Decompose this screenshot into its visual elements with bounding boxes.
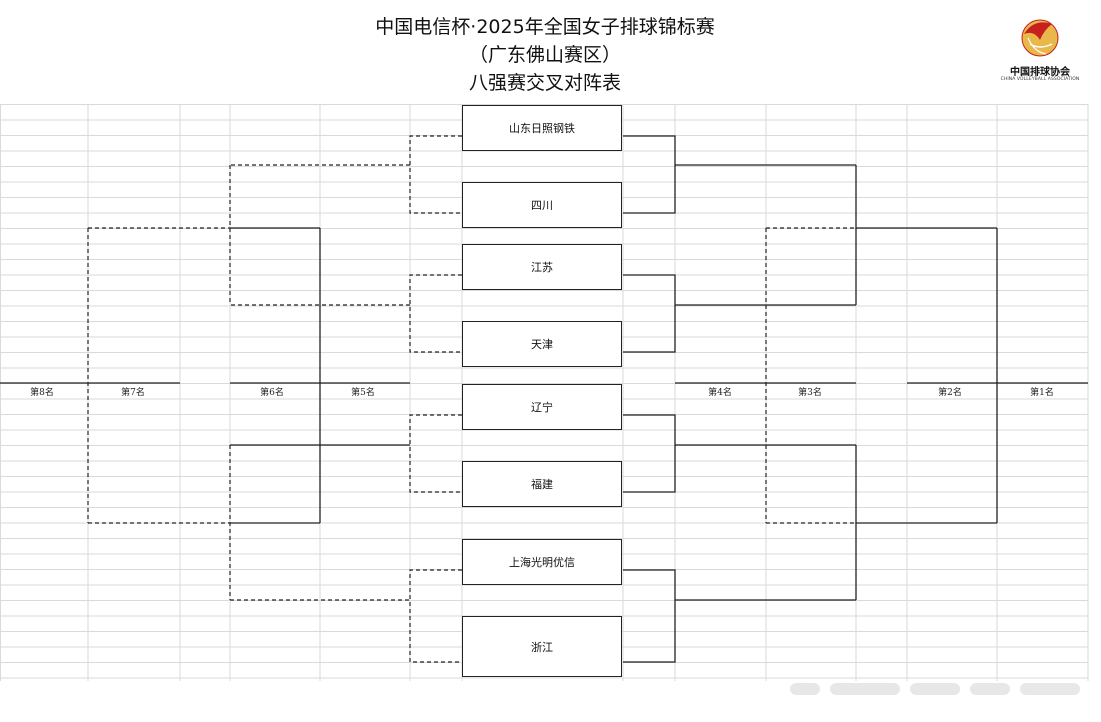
team-box: 浙江 — [462, 616, 622, 677]
page-subtitle-stage: 八强赛交叉对阵表 — [468, 72, 621, 94]
placement-label-3: 第3名 — [798, 388, 822, 398]
team-box: 辽宁 — [462, 384, 622, 430]
placement-label-6: 第6名 — [260, 388, 284, 398]
placement-label-5: 第5名 — [351, 388, 375, 398]
team-box: 上海光明优信 — [462, 539, 622, 585]
connector-dashed — [409, 274, 462, 353]
connector-solid — [623, 135, 676, 214]
team-box: 四川 — [462, 182, 622, 228]
connector-solid — [623, 569, 676, 663]
logo-name: 中国排球协会 — [1010, 67, 1070, 78]
placement-label-1: 第1名 — [1030, 388, 1054, 398]
page-subtitle-region: （广东佛山赛区） — [468, 44, 621, 66]
team-box: 福建 — [462, 461, 622, 507]
placement-label-7: 第7名 — [121, 388, 145, 398]
connector-dashed — [409, 135, 462, 214]
team-box: 天津 — [462, 321, 622, 367]
connector-dashed — [409, 569, 462, 663]
team-box: 山东日照钢铁 — [462, 105, 622, 151]
page-title: 中国电信杯·2025年全国女子排球锦标赛 — [375, 16, 715, 38]
logo-english: CHINA VOLLEYBALL ASSOCIATION — [1000, 77, 1080, 82]
connector-solid — [623, 414, 676, 493]
connector-solid — [623, 274, 676, 353]
placement-label-4: 第4名 — [708, 388, 732, 398]
connector-dashed — [409, 414, 462, 493]
placement-label-8: 第8名 — [30, 388, 54, 398]
placement-label-2: 第2名 — [938, 388, 962, 398]
team-box: 江苏 — [462, 244, 622, 290]
watermark — [790, 680, 1090, 698]
